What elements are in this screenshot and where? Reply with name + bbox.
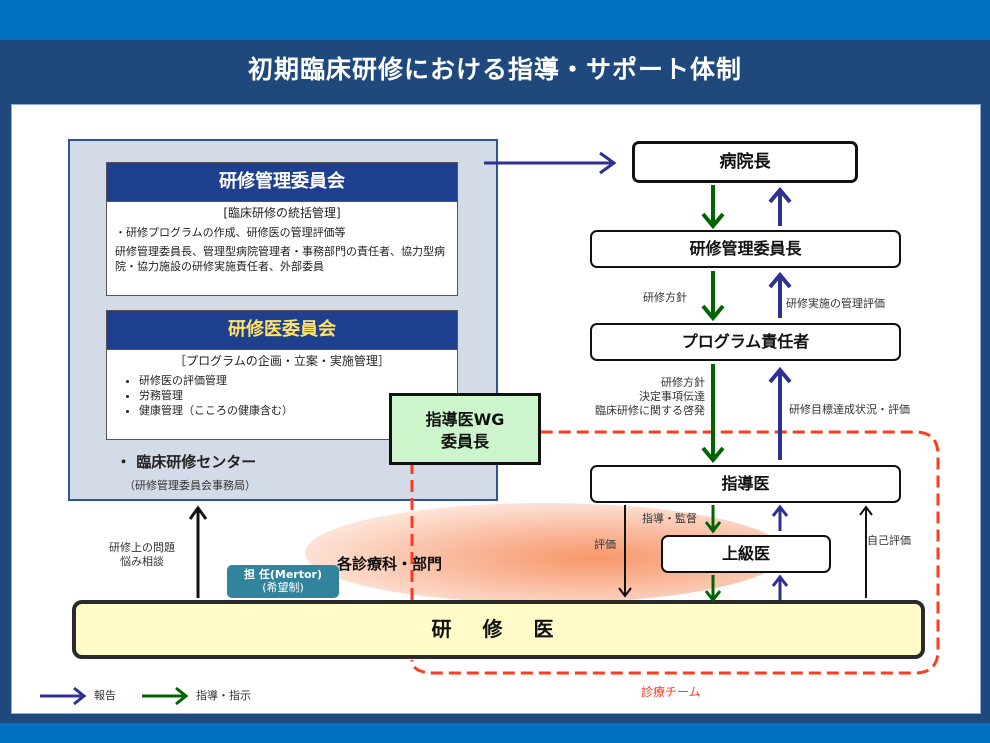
department-label: 各診療科・部門: [337, 555, 443, 573]
label-policy-communication: 研修方針 決定事項伝達 臨床研修に関する啓発: [577, 376, 705, 418]
report-arrow-to-director: [484, 151, 617, 175]
committee-item: 研修医の評価管理: [139, 373, 449, 388]
label-guidance-supervision: 指導・監督: [642, 512, 697, 525]
label-line: 悩み相談: [120, 555, 164, 568]
node-committee-chair: 研修管理委員長: [590, 230, 901, 268]
guidance-arrow-chair-program: [701, 271, 725, 322]
report-arrow-supervisor-program: [768, 366, 792, 460]
page-title: 初期臨床研修における指導・サポート体制: [247, 55, 742, 84]
report-arrow-program-chair: [768, 271, 792, 318]
self-evaluation-arrow: [859, 505, 873, 598]
wg-line2: 委員長: [440, 432, 489, 451]
label-consultation: 研修上の問題 悩み相談: [98, 541, 186, 569]
node-resident: 研 修 医: [72, 600, 925, 659]
node-hospital-director: 病院長: [632, 141, 858, 183]
resident-committee: 研修医委員会 ［プログラムの企画・立案・実施管理］ 研修医の評価管理 労務管理 …: [106, 310, 458, 440]
label-line: 決定事項伝達: [639, 390, 705, 403]
committee-item: 労務管理: [139, 388, 449, 403]
node-supervisor: 指導医: [590, 465, 901, 503]
committee-header: 研修医委員会: [107, 311, 457, 350]
report-arrow-resident-senior: [771, 574, 789, 600]
wg-chair-box: 指導医WG 委員長: [389, 393, 541, 465]
committee-duty: ・研修プログラムの作成、研修医の管理評価等: [115, 226, 346, 239]
legend-report-label: 報告: [94, 689, 116, 702]
team-label: 診療チーム: [641, 685, 701, 699]
label-eval-management: 研修実施の管理評価: [786, 297, 885, 310]
legend-report-arrow: [40, 686, 87, 706]
label-line: 研修方針: [661, 376, 705, 389]
legend-guidance-label: 指導・指示: [196, 689, 251, 702]
evaluation-arrow: [618, 505, 632, 598]
top-band: [0, 0, 990, 40]
training-center-label: ・ 臨床研修センター: [116, 453, 257, 471]
mentor-title: 担 任(Mertor): [244, 568, 322, 581]
training-center-sub: （研修管理委員会事務局）: [124, 479, 256, 492]
consultation-arrow: [188, 505, 208, 598]
bottom-band: [0, 723, 990, 743]
committee-subtitle: ［プログラムの企画・立案・実施管理］: [174, 354, 390, 368]
committee-subtitle: [臨床研修の統括管理]: [223, 206, 341, 220]
wg-line1: 指導医WG: [425, 410, 505, 429]
label-policy: 研修方針: [643, 291, 687, 304]
committee-header: 研修管理委員会: [107, 163, 457, 202]
report-arrow-senior-supervisor: [771, 504, 789, 531]
legend-guidance-arrow: [142, 686, 189, 706]
mentor-sub: (希望制): [262, 581, 304, 594]
guidance-arrow-director-chair: [701, 185, 725, 230]
label-self-evaluation: 自己評価: [867, 534, 911, 547]
committee-members: 研修管理委員長、管理型病院管理者・事務部門の責任者、協力型病院・協力施設の研修実…: [115, 245, 445, 273]
report-arrow-chair-director: [768, 186, 792, 226]
label-goal-status: 研修目標達成状況・評価: [789, 403, 910, 416]
label-line: 研修上の問題: [109, 541, 175, 554]
mentor-badge: 担 任(Mertor) (希望制): [227, 565, 339, 598]
guidance-arrow-program-supervisor: [701, 364, 725, 464]
training-management-committee: 研修管理委員会 [臨床研修の統括管理] ・研修プログラムの作成、研修医の管理評価…: [106, 162, 458, 296]
committee-item: 健康管理（こころの健康含む）: [139, 403, 449, 418]
guidance-arrow-senior-resident: [704, 575, 722, 603]
team-dashed-outline: [410, 430, 940, 675]
node-senior-doctor: 上級医: [661, 535, 831, 573]
guidance-arrow-supervisor-senior: [704, 505, 722, 534]
label-line: 臨床研修に関する啓発: [595, 404, 705, 417]
label-evaluation: 評価: [594, 538, 616, 551]
node-program-lead: プログラム責任者: [590, 323, 901, 361]
